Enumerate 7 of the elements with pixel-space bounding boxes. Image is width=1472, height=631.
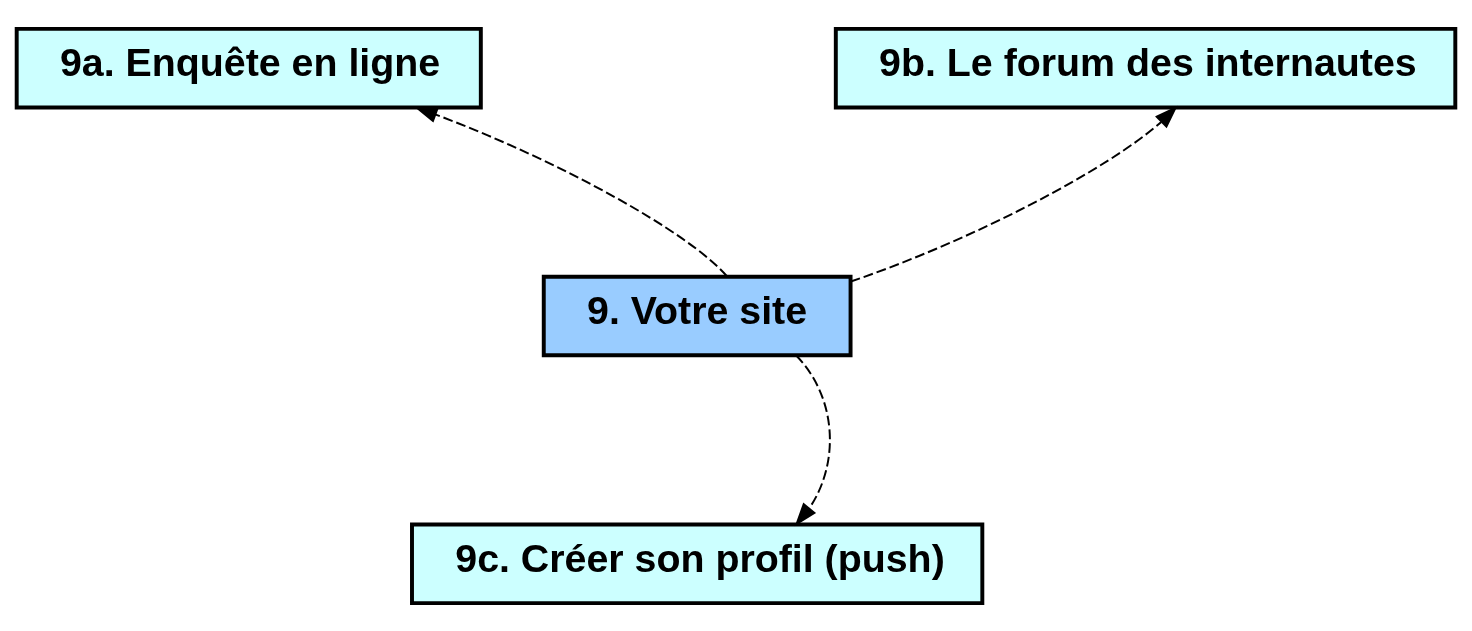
arrow: [794, 354, 831, 526]
node-box: 9a. Enquête en ligne: [14, 26, 483, 109]
arrow: [414, 106, 728, 277]
node-box: 9. Votre site: [541, 274, 853, 357]
arrow: [849, 105, 1178, 282]
node-box: 9c. Créer son profil (push): [410, 522, 985, 605]
node-box: 9b. Le forum des internautes: [833, 26, 1458, 109]
